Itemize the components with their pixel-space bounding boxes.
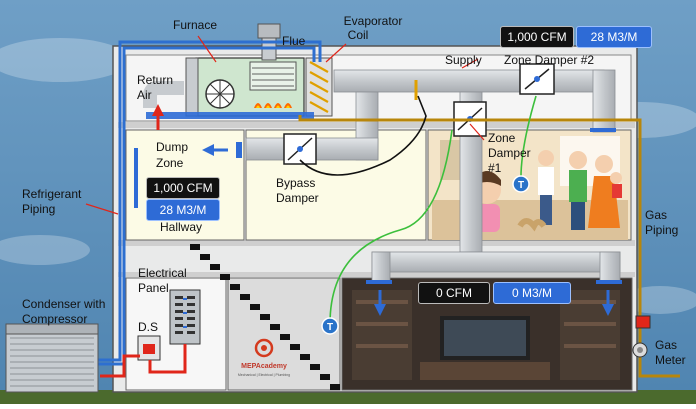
supply-label: Supply xyxy=(445,53,482,67)
evaporator-label-1: Evaporator xyxy=(343,14,403,28)
furnace-unit xyxy=(185,57,305,117)
bypass-damper-label-1: Bypass xyxy=(276,176,316,190)
dump-m3m-badge: 28 M3/M xyxy=(146,199,220,221)
living-room-photo xyxy=(341,277,633,391)
thermostat-symbol: T xyxy=(518,180,524,191)
thermostat-2nd-floor: T xyxy=(512,175,530,193)
bypass-damper-label-2: Damper xyxy=(276,191,319,205)
evaporator-label-2: Coil xyxy=(347,28,369,42)
mep-academy-logo: MEPAcademy Mechanical | Electrical | Plu… xyxy=(238,338,290,377)
condenser-label-2: Compressor xyxy=(22,312,88,326)
gas-piping-label-2: Piping xyxy=(645,223,679,237)
return-filter xyxy=(146,112,314,119)
disconnect-switch xyxy=(137,335,161,361)
refrigerant-piping-label-1: Refrigerant xyxy=(22,187,82,201)
leader-lines xyxy=(85,35,485,215)
zone-damper-1-label-1: Zone xyxy=(488,131,516,145)
top-m3m-badge: 28 M3/M xyxy=(576,26,652,48)
refrigerant-piping xyxy=(96,40,322,366)
hallway-label: Hallway xyxy=(160,220,203,234)
thermostat-symbol: T xyxy=(327,322,333,333)
furnace-label: Furnace xyxy=(173,18,218,32)
gas-piping-label-1: Gas xyxy=(645,208,668,222)
power-wiring xyxy=(100,344,187,378)
basement-m3m-badge: 0 M3/M xyxy=(493,282,571,304)
floor-slab-2 xyxy=(118,240,635,246)
zone-damper-1-label-3: #1 xyxy=(488,161,502,175)
refrigerant-piping-label-2: Piping xyxy=(22,202,56,216)
dump-zone-label-1: Dump xyxy=(156,140,189,154)
gas-meter-label-2: Meter xyxy=(655,353,686,367)
disconnect-switch-label: D.S xyxy=(138,320,159,334)
thermostat-1st-floor: T xyxy=(321,317,339,335)
logo-tagline: Mechanical | Electrical | Plumbing xyxy=(238,373,290,377)
ground xyxy=(0,390,696,404)
zone-damper-2-label: Zone Damper #2 xyxy=(504,53,595,67)
dump-zone-label-2: Zone xyxy=(156,156,184,170)
return-air-label-2: Air xyxy=(137,88,152,102)
electrical-panel xyxy=(169,289,201,345)
condenser-unit xyxy=(5,323,99,393)
dump-cfm-badge: 1,000 CFM xyxy=(146,177,220,199)
gas-meter-unit xyxy=(632,315,651,358)
return-air-label-1: Return xyxy=(137,73,174,87)
staircase xyxy=(190,244,340,390)
zone-damper-1-label-2: Damper xyxy=(488,146,531,160)
gas-meter-label-1: Gas xyxy=(655,338,678,352)
zone-damper-2-symbol xyxy=(519,63,555,95)
bypass-damper-symbol xyxy=(283,133,317,165)
flue-label: Flue xyxy=(282,34,306,48)
top-cfm-badge: 1,000 CFM xyxy=(500,26,574,48)
condenser-label-1: Condenser with xyxy=(22,297,106,311)
basement-cfm-badge: 0 CFM xyxy=(418,282,490,304)
logo-name: MEPAcademy xyxy=(241,363,287,370)
evaporator-coil xyxy=(305,57,333,117)
gas-piping xyxy=(298,115,680,378)
electrical-panel-label-2: Panel xyxy=(138,281,169,295)
electrical-panel-label-1: Electrical xyxy=(138,266,187,280)
